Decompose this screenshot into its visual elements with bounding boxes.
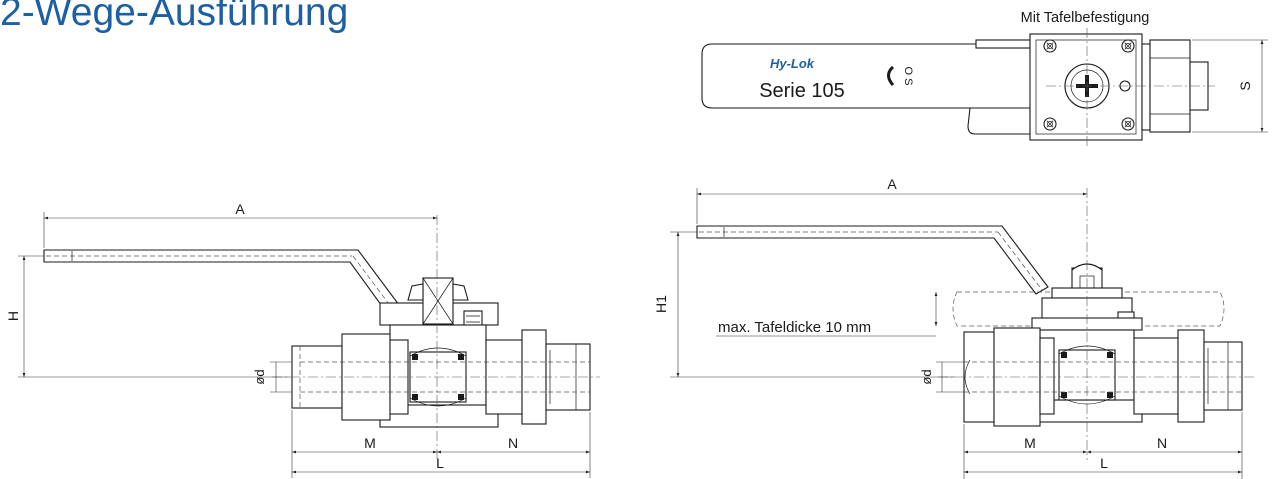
- dim-m-label-right: M: [1024, 435, 1036, 451]
- dim-d-label-right: ød: [919, 369, 934, 384]
- dim-h-label: H: [5, 311, 21, 321]
- dim-n-label-left: N: [508, 435, 518, 451]
- dim-s-label: S: [1237, 81, 1253, 90]
- dim-a-label-right: A: [887, 176, 897, 192]
- dim-n-label-right: N: [1157, 435, 1167, 451]
- dim-a-label-left: A: [235, 201, 245, 217]
- right-view: A H1 max. Tafeldicke 10 mm ød M N L: [653, 176, 1255, 479]
- series-label: Serie 105: [759, 80, 845, 102]
- left-view: A H ød M N L: [5, 201, 600, 478]
- dim-m-label-left: M: [364, 435, 376, 451]
- handle-lever-top: [701, 43, 1056, 109]
- top-view-caption: Mit Tafelbefestigung: [1021, 10, 1150, 26]
- dim-l-label-left: L: [436, 455, 444, 471]
- dim-l-label-right: L: [1100, 455, 1108, 471]
- panel-outline: [952, 291, 1225, 327]
- handle-lever-right: [696, 225, 1049, 295]
- page-title: 2-Wege-Ausführung: [0, 0, 349, 34]
- right-fitting-nut-right: [1177, 329, 1205, 423]
- top-view: Mit Tafelbefestigung Hy-Lok Serie 105 O …: [701, 10, 1268, 146]
- rotation-arrow-icon: [887, 65, 895, 87]
- handle-marks: O S: [902, 67, 914, 86]
- dim-h1-label: H1: [653, 295, 669, 313]
- brand-logo: Hy-Lok: [770, 56, 815, 71]
- lower-boss: [967, 107, 1031, 135]
- panel-thickness-note: max. Tafeldicke 10 mm: [718, 319, 871, 336]
- handle-lever-left: [43, 249, 406, 321]
- dim-d-label-left: ød: [252, 369, 267, 384]
